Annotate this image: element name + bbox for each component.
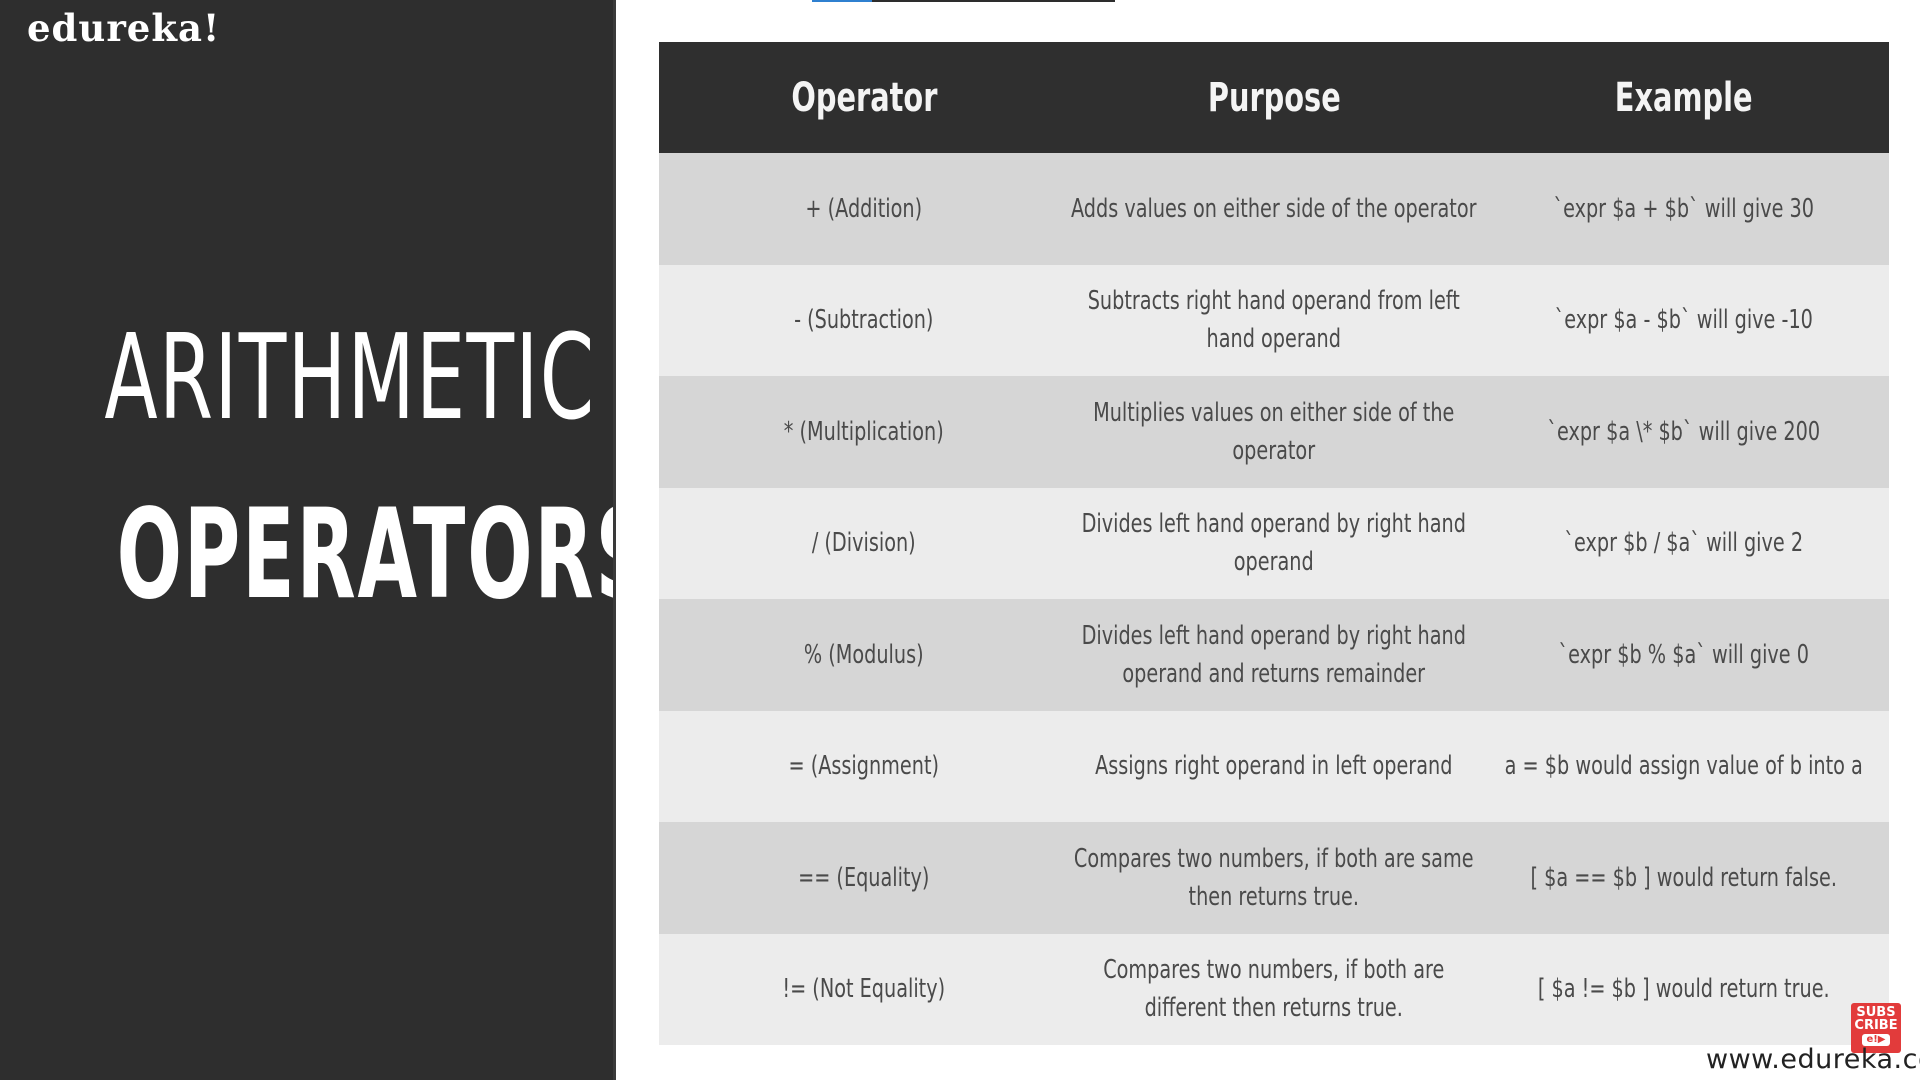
purpose-cell: Compares two numbers, if both are differ… <box>1069 933 1479 1045</box>
purpose-cell: Compares two numbers, if both are same t… <box>1069 822 1479 934</box>
operators-table: Operator Purpose Example + (Addition) Ad… <box>659 42 1889 1045</box>
example-cell: `expr $b % $a` will give 0 <box>1479 599 1889 711</box>
video-progress-fill <box>812 0 872 2</box>
subscribe-button[interactable]: SUBS CRIBE e!▶ <box>1851 1003 1901 1053</box>
operator-cell: == (Equality) <box>659 822 1069 934</box>
purpose-cell: Divides left hand operand by right hand … <box>1069 487 1479 599</box>
operator-cell: - (Subtraction) <box>659 264 1069 376</box>
operator-cell: = (Assignment) <box>659 710 1069 822</box>
edureka-logo: edureka! <box>27 6 221 50</box>
operator-cell: % (Modulus) <box>659 599 1069 711</box>
table-row: * (Multiplication) Multiplies values on … <box>659 376 1889 488</box>
table-header-row: Operator Purpose Example <box>659 42 1889 153</box>
site-url-watermark: www.edureka.co <box>1706 1044 1920 1075</box>
subscribe-label: SUBS CRIBE <box>1854 1005 1898 1033</box>
table-row: = (Assignment) Assigns right operand in … <box>659 710 1889 822</box>
purpose-cell: Adds values on either side of the operat… <box>1069 153 1479 265</box>
example-cell: `expr $a - $b` will give -10 <box>1479 264 1889 376</box>
table-row: % (Modulus) Divides left hand operand by… <box>659 599 1889 711</box>
header-example: Example <box>1479 42 1889 153</box>
purpose-cell: Assigns right operand in left operand <box>1069 710 1479 822</box>
operator-cell: / (Division) <box>659 487 1069 599</box>
purpose-cell: Multiplies values on either side of the … <box>1069 376 1479 488</box>
operators-table-container: Operator Purpose Example + (Addition) Ad… <box>659 42 1889 1045</box>
left-title-panel: edureka! ARITHMETIC OPERATORS <box>0 0 653 1080</box>
operator-cell: != (Not Equality) <box>659 933 1069 1045</box>
example-cell: `expr $b / $a` will give 2 <box>1479 487 1889 599</box>
example-cell: `expr $a \* $b` will give 200 <box>1479 376 1889 488</box>
operator-cell: + (Addition) <box>659 153 1069 265</box>
example-cell: [ $a == $b ] would return false. <box>1479 822 1889 934</box>
header-operator: Operator <box>659 42 1069 153</box>
play-icon: e!▶ <box>1862 1034 1890 1046</box>
video-progress-bar[interactable] <box>812 0 1115 2</box>
table-row: / (Division) Divides left hand operand b… <box>659 487 1889 599</box>
slide-title-line1: ARITHMETIC <box>104 308 596 446</box>
example-cell: [ $a != $b ] would return true. <box>1479 933 1889 1045</box>
example-cell: a = $b would assign value of b into a <box>1479 710 1889 822</box>
table-row: + (Addition) Adds values on either side … <box>659 153 1889 265</box>
operator-cell: * (Multiplication) <box>659 376 1069 488</box>
panel-divider <box>613 0 616 1080</box>
purpose-cell: Divides left hand operand by right hand … <box>1069 599 1479 711</box>
purpose-cell: Subtracts right hand operand from left h… <box>1069 264 1479 376</box>
table-row: - (Subtraction) Subtracts right hand ope… <box>659 264 1889 376</box>
slide-title-line2: OPERATORS <box>116 483 653 627</box>
header-purpose: Purpose <box>1069 42 1479 153</box>
table-row: == (Equality) Compares two numbers, if b… <box>659 822 1889 934</box>
example-cell: `expr $a + $b` will give 30 <box>1479 153 1889 265</box>
table-row: != (Not Equality) Compares two numbers, … <box>659 933 1889 1045</box>
